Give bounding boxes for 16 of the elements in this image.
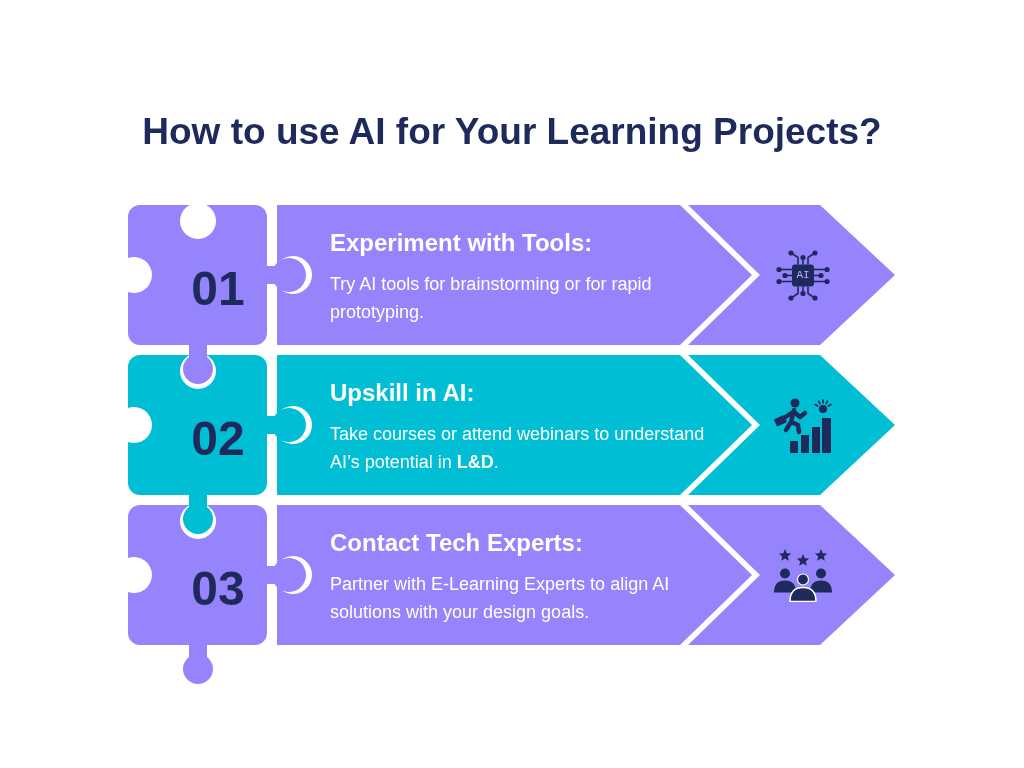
puzzle-piece — [128, 505, 306, 684]
puzzle-piece — [128, 205, 306, 384]
step-description: Try AI tools for brainstorming or for rapid prototyping. — [330, 273, 653, 324]
page-title: How to use AI for Your Learning Projects? — [142, 110, 882, 154]
puzzle-piece — [128, 355, 306, 534]
step-heading: Upskill in AI: — [330, 378, 475, 408]
chevron-shape — [688, 205, 895, 345]
step-heading: Experiment with Tools: — [330, 228, 593, 258]
step-description: Partner with E-Learning Experts to align AI solutions with your design goals. — [330, 573, 671, 624]
chip-label: AI — [796, 269, 810, 281]
step-heading: Contact Tech Experts: — [330, 528, 583, 558]
step-number: 03 — [191, 563, 245, 615]
step-description: Take courses or attend webinars to understand AI’s potential in L&D. — [330, 423, 706, 474]
step-number: 02 — [191, 413, 245, 465]
chevron-shape — [688, 505, 895, 645]
step-number: 01 — [191, 263, 245, 315]
